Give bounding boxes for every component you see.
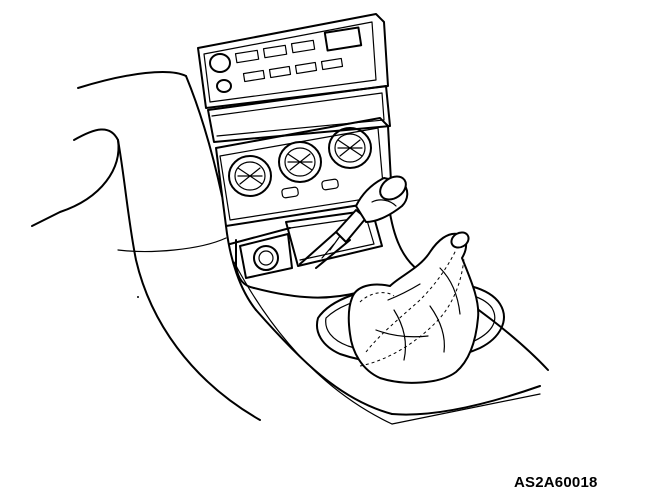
radio-knob-small-icon (216, 79, 232, 93)
audio-unit (197, 13, 389, 109)
storage-pocket (207, 85, 391, 143)
recirc-button-icon (281, 186, 299, 199)
figure-id-label: AS2A60018 (514, 474, 598, 491)
radio-knob-icon (209, 53, 231, 73)
center-console (225, 199, 549, 425)
lighter-socket-icon (239, 233, 293, 279)
mode-dial-icon (328, 127, 372, 169)
dashboard-left-panel (31, 71, 261, 421)
climate-control-panel (215, 117, 393, 227)
speck (137, 296, 139, 298)
temperature-dial-icon (228, 155, 272, 197)
shift-boot (316, 231, 505, 384)
fan-dial-icon (278, 141, 322, 183)
ac-button-icon (321, 178, 339, 191)
shift-knob-icon (355, 175, 409, 223)
boot-top-ring-icon (450, 231, 470, 249)
